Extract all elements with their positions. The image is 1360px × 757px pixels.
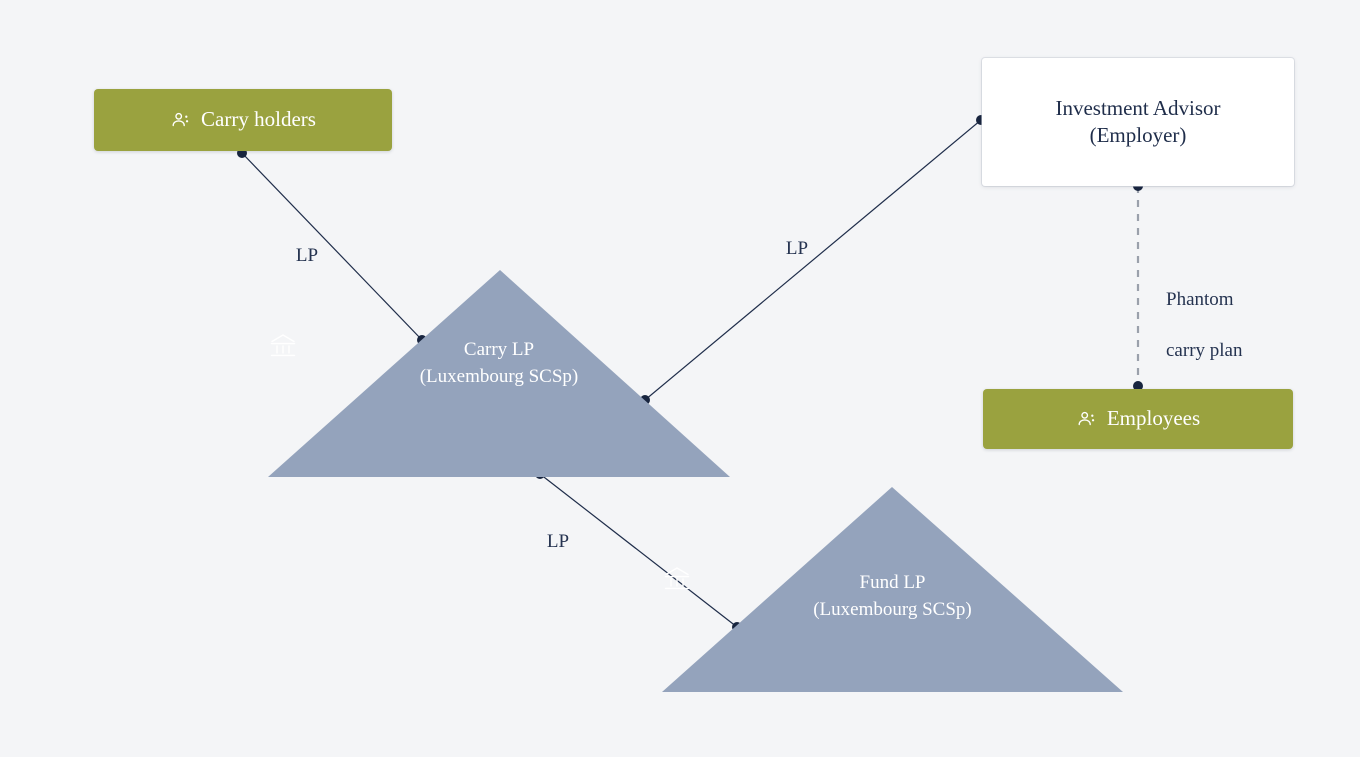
edge-label-lp-investment-advisor: LP: [785, 238, 809, 259]
node-label-investment-advisor-line1: Investment Advisor: [1055, 96, 1221, 121]
users-icon: [170, 109, 192, 131]
node-label-investment-advisor-line2: (Employer): [1089, 123, 1187, 147]
edge-label-lp-fund: LP: [546, 531, 570, 552]
node-fund-lp[interactable]: Fund LP (Luxembourg SCSp): [662, 487, 1123, 692]
edge-label-lp-carry-holders: LP: [295, 245, 319, 266]
triangle-shape: [662, 487, 1123, 692]
triangle-shape: [268, 270, 730, 477]
node-carry-holders[interactable]: Carry holders: [94, 89, 392, 151]
users-icon: [1076, 408, 1098, 430]
node-carry-lp[interactable]: Carry LP (Luxembourg SCSp): [268, 270, 730, 477]
node-label-carry-holders: Carry holders: [201, 107, 316, 132]
node-investment-advisor[interactable]: Investment Advisor (Employer): [982, 58, 1294, 186]
edge-investment-advisor-to-employees: [1133, 181, 1143, 391]
phantom-carry-plan-line1: Phantom: [1166, 288, 1234, 310]
phantom-carry-plan-line2: carry plan: [1166, 339, 1243, 361]
node-employees[interactable]: Employees: [983, 389, 1293, 449]
node-label-employees: Employees: [1106, 406, 1201, 431]
edge-label-phantom-carry-plan: Phantom carry plan: [1166, 261, 1326, 389]
